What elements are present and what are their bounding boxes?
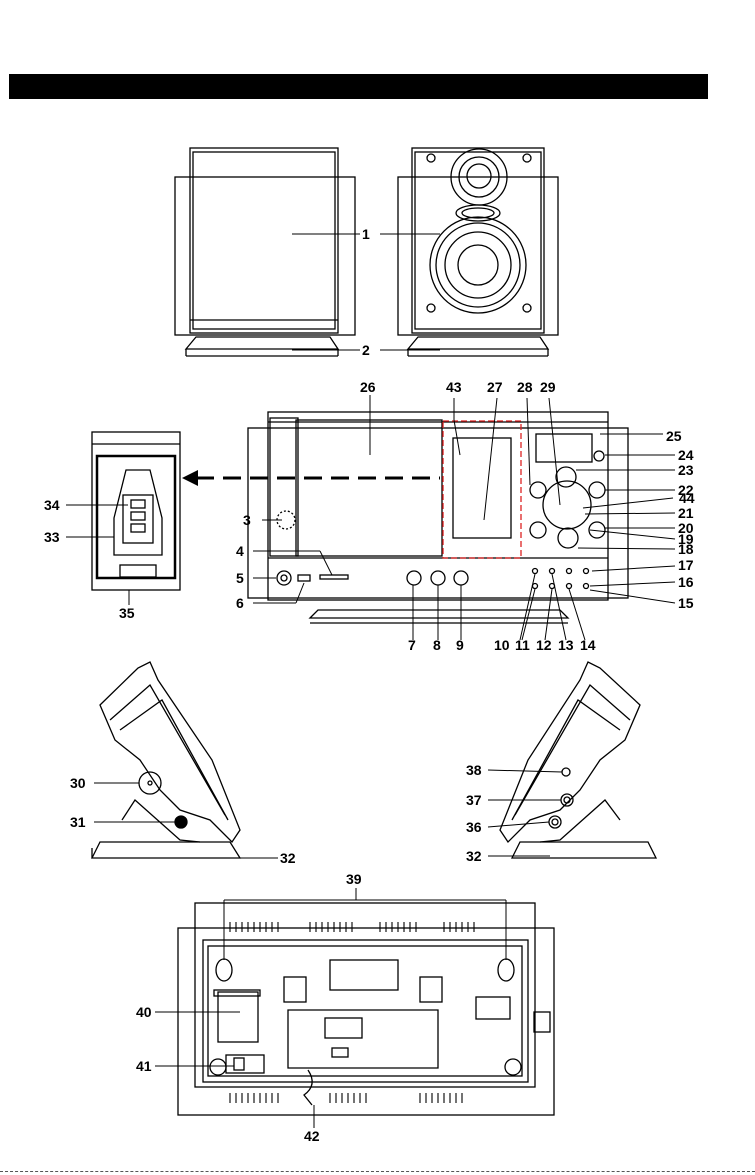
callout-40: 40: [136, 1004, 152, 1020]
callout-1: 1: [362, 226, 370, 242]
callout-29: 29: [540, 379, 556, 395]
callout-17: 17: [678, 557, 694, 573]
callout-13: 13: [558, 637, 574, 653]
callout-12: 12: [536, 637, 552, 653]
callout-34: 34: [44, 497, 60, 513]
callout-11: 11: [515, 637, 530, 653]
callout-37: 37: [466, 792, 482, 808]
callout-28: 28: [517, 379, 533, 395]
callout-5: 5: [236, 570, 244, 586]
callout-6: 6: [236, 595, 244, 611]
callout-35: 35: [119, 605, 135, 621]
callout-2: 2: [362, 342, 370, 358]
dock-detail: [92, 432, 180, 590]
left-side-view: [92, 662, 240, 858]
callout-15: 15: [678, 595, 694, 611]
callout-32-right: 32: [466, 848, 482, 864]
callout-43: 43: [446, 379, 462, 395]
callout-26: 26: [360, 379, 376, 395]
callout-27: 27: [487, 379, 503, 395]
speaker-right-front: [398, 148, 558, 356]
callout-33: 33: [44, 529, 60, 545]
callout-36: 36: [466, 819, 482, 835]
page-bottom-rule: [0, 1171, 755, 1172]
callout-30: 30: [70, 775, 86, 791]
callout-10: 10: [494, 637, 510, 653]
callout-25: 25: [666, 428, 682, 444]
callout-3: 3: [243, 512, 251, 528]
callout-7: 7: [408, 637, 416, 653]
callout-23: 23: [678, 462, 694, 478]
callout-9: 9: [456, 637, 464, 653]
callout-39: 39: [346, 871, 362, 887]
callout-21: 21: [678, 505, 694, 521]
callout-32-left: 32: [280, 850, 296, 866]
callout-42: 42: [304, 1128, 320, 1144]
callout-31: 31: [70, 814, 86, 830]
leader-lines: [66, 234, 675, 1128]
callout-4: 4: [236, 543, 244, 559]
callout-44: 44: [679, 490, 695, 506]
callout-8: 8: [433, 637, 441, 653]
callout-20: 20: [678, 520, 694, 536]
callout-38: 38: [466, 762, 482, 778]
right-side-view: [500, 662, 656, 858]
callout-41: 41: [136, 1058, 152, 1074]
callout-24: 24: [678, 447, 694, 463]
callout-labels: 1 2 3 4 5 6 7 8 9 10 11 12 13 14 15 16 1…: [44, 226, 695, 1144]
callout-16: 16: [678, 574, 694, 590]
speaker-left-front: [175, 148, 355, 356]
rear-view: [178, 903, 554, 1115]
callout-14: 14: [580, 637, 596, 653]
